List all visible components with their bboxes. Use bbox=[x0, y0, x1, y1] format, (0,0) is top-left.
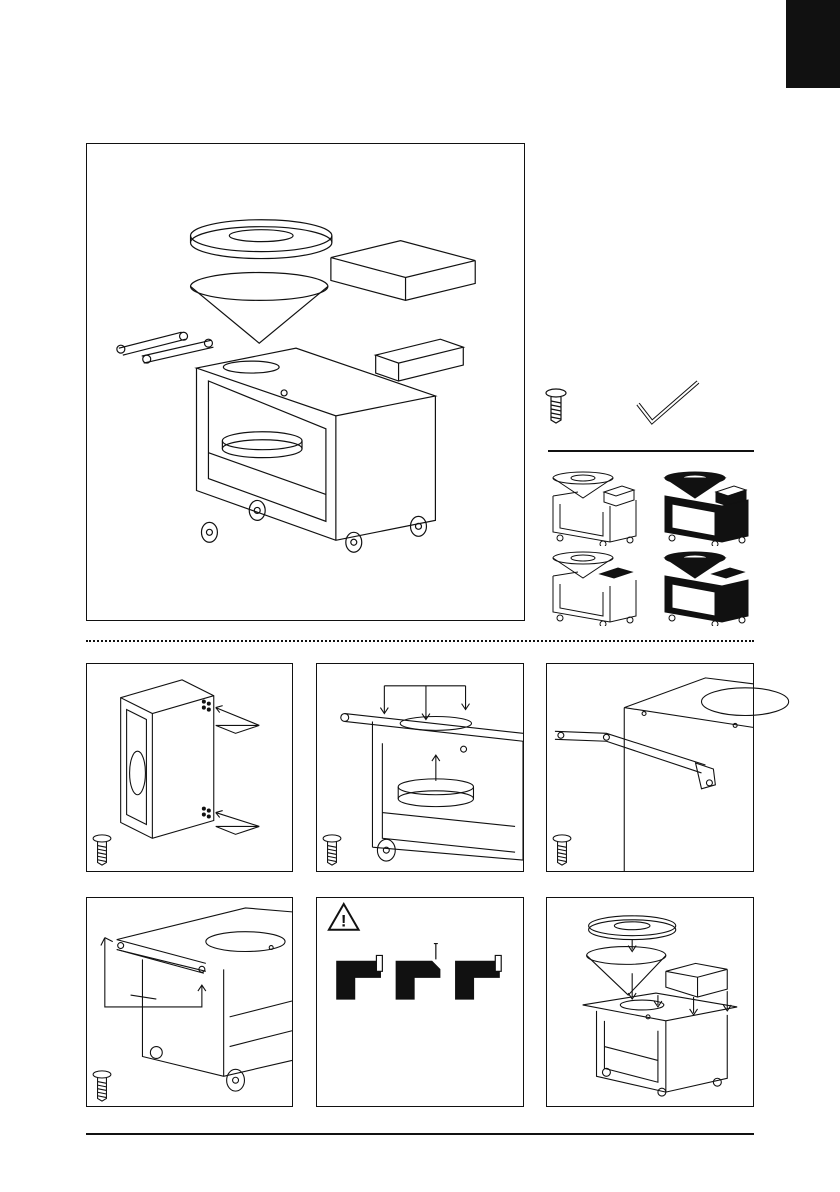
variant-light-box bbox=[548, 466, 644, 546]
warning-symbol: ! bbox=[341, 912, 347, 931]
fire-bowl bbox=[587, 947, 666, 965]
caster-wheels bbox=[201, 500, 426, 552]
variant-light-grill bbox=[548, 546, 644, 626]
variant-dark-box bbox=[660, 466, 756, 546]
cabinet-body bbox=[196, 348, 435, 416]
step-panel-3 bbox=[546, 663, 754, 872]
screw-icon bbox=[551, 834, 573, 866]
step-panel-6 bbox=[546, 897, 754, 1107]
step-panel-2 bbox=[316, 663, 524, 872]
profile-detail-2 bbox=[396, 944, 440, 999]
ash-pan bbox=[398, 779, 473, 795]
profile-detail-1 bbox=[337, 955, 383, 999]
variant-dark-grill bbox=[660, 546, 756, 626]
exploded-assembly-diagram bbox=[87, 144, 524, 620]
screw-icon bbox=[544, 388, 568, 424]
profile-detail-3 bbox=[456, 955, 502, 999]
storage-box bbox=[666, 963, 727, 997]
footer-rule bbox=[86, 1133, 754, 1135]
cabinet-side bbox=[121, 680, 214, 838]
storage-box bbox=[331, 241, 475, 278]
step-panel-5: ! bbox=[316, 897, 524, 1107]
overview-panel bbox=[86, 143, 525, 621]
arrow-indicator bbox=[384, 686, 465, 720]
screw-icon bbox=[91, 1070, 113, 1102]
step-panel-1 bbox=[86, 663, 293, 872]
handle-bar bbox=[119, 332, 186, 355]
handle-bar bbox=[555, 731, 706, 773]
step-panel-4 bbox=[86, 897, 293, 1107]
screw-icon bbox=[91, 834, 113, 866]
dotted-separator bbox=[86, 640, 754, 642]
hex-key-icon bbox=[632, 376, 704, 430]
arrow-indicator bbox=[216, 708, 260, 734]
cooking-plate bbox=[589, 916, 676, 936]
section-tab-marker bbox=[786, 0, 840, 88]
cooking-plate bbox=[191, 220, 332, 252]
handle-bar bbox=[345, 714, 523, 742]
ash-pan bbox=[222, 432, 302, 450]
side-tray bbox=[376, 339, 464, 363]
screw-icon bbox=[321, 834, 343, 866]
fire-bowl bbox=[191, 273, 328, 301]
arrow-indicator bbox=[628, 940, 636, 999]
warning-icon: ! bbox=[329, 904, 359, 931]
side-divider bbox=[548, 450, 754, 452]
